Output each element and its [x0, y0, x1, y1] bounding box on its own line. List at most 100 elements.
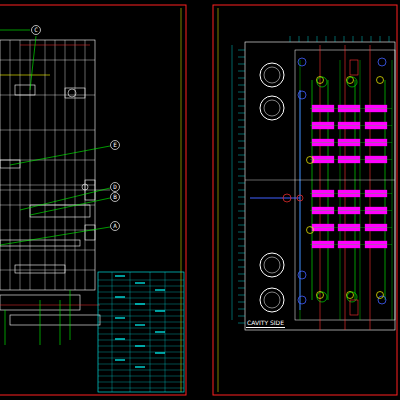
drawing-line — [98, 298, 184, 299]
drawing-line — [112, 272, 113, 392]
drawing-line — [0, 190, 110, 191]
drawing-line — [238, 323, 245, 324]
drawing-line — [155, 331, 165, 332]
view-title: CAVITY SIDE — [246, 320, 285, 328]
drawing-circle — [307, 157, 314, 164]
drawing-line — [98, 286, 184, 287]
callout-bubble: A — [110, 221, 120, 231]
drawing-line — [238, 281, 245, 282]
drawing-line — [155, 310, 165, 311]
drawing-line — [5, 310, 6, 345]
drawing-circle — [378, 296, 386, 304]
drawing-rect — [30, 205, 90, 217]
drawing-line — [98, 334, 184, 335]
drawing-circle — [260, 96, 284, 120]
drawing-rect — [245, 42, 395, 330]
drawing-line — [308, 36, 309, 42]
drawing-line — [70, 290, 71, 340]
drawing-line — [30, 40, 31, 290]
drawing-line — [238, 134, 245, 135]
drawing-line — [85, 40, 86, 290]
drawing-line — [115, 359, 125, 360]
drawing-line — [135, 303, 145, 304]
drawing-line — [98, 328, 184, 329]
drawing-line — [238, 260, 245, 261]
drawing-line — [98, 376, 184, 377]
drawing-line — [65, 40, 66, 290]
drawing-line — [310, 125, 392, 126]
drawing-line — [0, 250, 95, 251]
drawing-line — [115, 296, 125, 297]
drawing-circle — [264, 292, 280, 308]
drawing-line — [389, 36, 390, 42]
drawing-rect — [15, 265, 65, 273]
drawing-circle — [264, 257, 280, 273]
drawing-line — [238, 225, 245, 226]
drawing-circle — [68, 89, 76, 97]
drawing-line — [0, 270, 95, 271]
drawing-line — [238, 78, 245, 79]
drawing-line — [60, 300, 61, 345]
drawing-line — [238, 211, 245, 212]
drawing-line — [98, 382, 184, 383]
sheet-borders — [0, 5, 397, 395]
drawing-line — [20, 188, 110, 210]
drawing-line — [98, 280, 184, 281]
drawing-line — [0, 305, 100, 306]
drawing-line — [310, 193, 392, 194]
drawing-line — [250, 197, 300, 198]
drawing-line — [238, 169, 245, 170]
drawing-line — [98, 364, 184, 365]
drawing-line — [30, 198, 110, 215]
drawing-line — [238, 274, 245, 275]
drawing-line — [290, 36, 291, 42]
drawing-line — [0, 185, 95, 186]
drawing-rect — [98, 272, 184, 392]
callout-letter: C — [34, 27, 38, 33]
drawing-line — [98, 316, 184, 317]
drawing-circle — [377, 77, 384, 84]
drawing-line — [353, 36, 354, 42]
drawing-circle — [264, 67, 280, 83]
drawing-line — [20, 45, 90, 46]
drawing-line — [98, 340, 184, 341]
drawing-line — [392, 60, 393, 320]
drawing-line — [310, 210, 392, 211]
callout-bubble: D — [110, 182, 120, 192]
drawing-circle — [264, 100, 280, 116]
drawing-line — [40, 300, 41, 345]
drawing-line — [10, 146, 110, 165]
drawing-line — [181, 8, 182, 392]
drawing-line — [317, 36, 318, 42]
drawing-line — [345, 45, 346, 330]
drawing-line — [0, 95, 95, 96]
drawing-line — [238, 176, 245, 177]
drawing-line — [98, 346, 184, 347]
drawing-line — [115, 275, 125, 276]
drawing-line — [238, 183, 245, 184]
drawing-rect — [0, 40, 95, 290]
drawing-line — [98, 352, 184, 353]
drawing-line — [98, 388, 184, 389]
drawing-line — [238, 295, 245, 296]
drawing-line — [238, 246, 245, 247]
drawing-rect — [15, 85, 35, 95]
title-block — [98, 272, 184, 392]
drawing-circle — [260, 63, 284, 87]
drawing-line — [0, 130, 95, 131]
drawing-line — [155, 289, 165, 290]
drawing-line — [0, 30, 30, 31]
drawing-line — [98, 322, 184, 323]
drawing-line — [300, 90, 301, 310]
callout-letter: B — [113, 194, 117, 200]
drawing-circle — [260, 288, 284, 312]
drawing-line — [310, 227, 392, 228]
drawing-line — [238, 162, 245, 163]
drawing-line — [310, 244, 392, 245]
drawing-circle — [317, 292, 327, 302]
drawing-circle — [82, 184, 88, 190]
drawing-line — [320, 45, 321, 330]
drawing-line — [344, 36, 345, 42]
drawing-line — [299, 36, 300, 42]
drawing-rect — [10, 315, 100, 325]
